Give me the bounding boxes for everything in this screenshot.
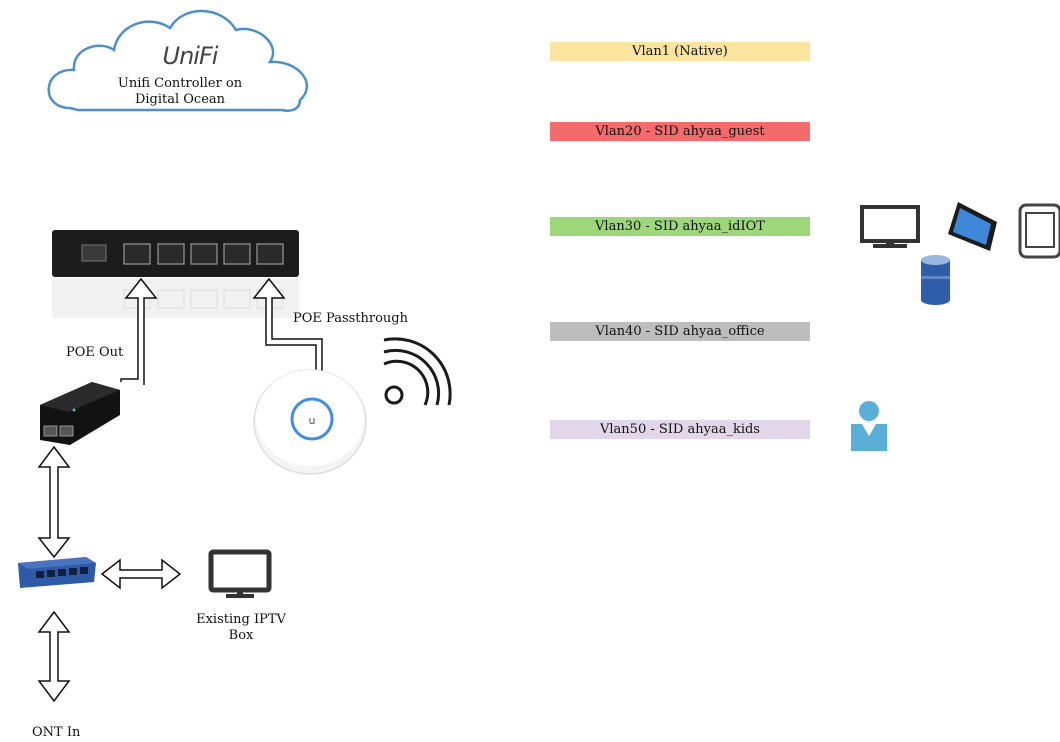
injector-switch-arrow (37, 445, 71, 559)
phone-icon (1018, 203, 1060, 259)
vlan-label: Vlan30 - SID ahyaa_idIOT (595, 219, 765, 234)
ont-in-label: ONT In (32, 725, 81, 740)
cloud-label-line2: Digital Ocean (134, 92, 226, 107)
unifi-logo: UniFi (162, 42, 219, 70)
iptv-label-line1: Existing IPTV (196, 612, 286, 627)
switch-ont-arrow (37, 610, 71, 703)
wifi-signal-icon (383, 337, 452, 406)
poe-out-label: POE Out (66, 345, 124, 360)
poe-out-arrow (120, 277, 158, 385)
access-point-icon: u (253, 369, 367, 475)
iptv-label: Existing IPTV Box (188, 612, 294, 644)
poe-passthrough-label: POE Passthrough (293, 311, 408, 326)
cloud-label-line1: Unifi Controller on (117, 76, 243, 91)
vlan-bar-iot: Vlan30 - SID ahyaa_idIOT (550, 217, 810, 236)
tv-monitor-icon (208, 549, 272, 598)
svg-text:u: u (309, 414, 316, 427)
poe-injector-icon (40, 382, 120, 445)
vlan-bar-kids: Vlan50 - SID ahyaa_kids (550, 420, 810, 439)
cloud-icon (47, 9, 308, 112)
network-switch-icon (18, 557, 96, 588)
vlan-label: Vlan40 - SID ahyaa_office (595, 324, 765, 339)
monitor-icon (860, 205, 920, 248)
vlan-bar-native: Vlan1 (Native) (550, 42, 810, 61)
vlan-bar-office: Vlan40 - SID ahyaa_office (550, 322, 810, 341)
vlan-bar-guest: Vlan20 - SID ahyaa_guest (550, 122, 810, 141)
vlan-label: Vlan50 - SID ahyaa_kids (600, 422, 760, 437)
iptv-label-line2: Box (228, 628, 254, 643)
poe-passthrough-arrow (252, 277, 323, 372)
vlan-label: Vlan20 - SID ahyaa_guest (595, 124, 765, 139)
person-icon (851, 401, 887, 451)
vlan-label: Vlan1 (Native) (632, 44, 728, 59)
database-icon (921, 255, 950, 305)
cloud-label: Unifi Controller on Digital Ocean (110, 76, 250, 108)
tablet-icon (948, 202, 997, 251)
switch-tv-arrow (100, 558, 182, 590)
edgerouter-icon (52, 230, 299, 318)
